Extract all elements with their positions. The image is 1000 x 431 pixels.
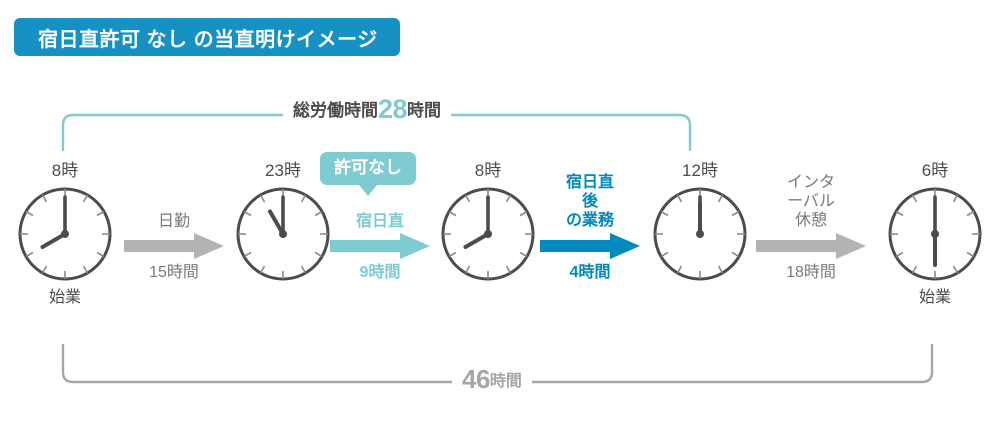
clock-face-5 <box>885 184 985 284</box>
bottom-bracket-value: 46 <box>462 364 490 394</box>
clock-time-label-1: 8時 <box>51 161 79 180</box>
clock-icon-1 <box>18 187 112 281</box>
clock-icon-4 <box>653 187 747 281</box>
clock-face-3 <box>438 184 538 284</box>
arrow-icon-4 <box>756 233 866 259</box>
clock-icon-2 <box>236 187 330 281</box>
arrow-unit-2: 宿日直 9時間 <box>330 213 430 281</box>
clock-time-label-3: 8時 <box>474 161 502 180</box>
top-bracket-prefix: 総労働時間 <box>293 101 378 120</box>
clock-time-label-2: 23時 <box>265 161 301 180</box>
page-title-banner: 宿日直許可 なし の当直明けイメージ <box>14 18 400 56</box>
clock-caption-2 <box>225 288 341 308</box>
arrow-unit-3: 宿日直後 の業務 4時間 <box>540 174 640 281</box>
bottom-bracket-suffix: 時間 <box>489 373 522 390</box>
arrow-top-label-1: 日勤 <box>157 213 191 230</box>
arrow-bottom-label-1: 15時間 <box>149 264 199 281</box>
permission-badge-label: 許可なし <box>334 158 402 177</box>
arrow-icon-2 <box>330 233 430 259</box>
arrow-bottom-label-3: 4時間 <box>569 264 611 281</box>
clock-face-4 <box>650 184 750 284</box>
bottom-bracket-label: 46時間 <box>452 364 532 395</box>
arrow-bottom-label-2: 9時間 <box>359 264 401 281</box>
arrow-unit-1: 日勤 15時間 <box>124 213 224 281</box>
clock-icon-3 <box>441 187 535 281</box>
clock-unit-3: 8時 <box>430 160 546 308</box>
permission-badge: 許可なし <box>320 152 416 196</box>
clock-caption-5: 始業 <box>918 289 951 306</box>
clock-time-label-4: 12時 <box>682 161 718 180</box>
top-bracket-label: 総労働時間28時間 <box>283 94 452 125</box>
arrow-bottom-label-4: 18時間 <box>786 264 836 281</box>
clock-unit-4: 12時 <box>642 160 758 308</box>
clock-unit-5: 6時 始業 <box>877 160 993 308</box>
clock-caption-1: 始業 <box>48 289 81 306</box>
clock-face-1 <box>15 184 115 284</box>
arrow-icon-1 <box>124 233 224 259</box>
top-bracket-value: 28 <box>378 94 408 124</box>
clock-unit-1: 8時 始業 <box>7 160 123 308</box>
clock-face-2 <box>233 184 333 284</box>
arrow-icon-3 <box>540 233 640 259</box>
arrow-top-label-2: 宿日直 <box>355 213 405 230</box>
page-title-text: 宿日直許可 なし の当直明けイメージ <box>38 28 378 51</box>
clock-caption-3 <box>430 288 546 308</box>
clock-caption-4 <box>642 288 758 308</box>
arrow-top-label-4: インターバル 休憩 <box>786 174 835 229</box>
clock-icon-5 <box>888 187 982 281</box>
arrow-unit-4: インターバル 休憩 18時間 <box>756 174 866 281</box>
clock-time-label-5: 6時 <box>921 161 949 180</box>
clock-unit-2: 23時 <box>225 160 341 308</box>
top-bracket-suffix: 時間 <box>407 101 442 120</box>
arrow-top-label-3: 宿日直後 の業務 <box>565 174 614 229</box>
